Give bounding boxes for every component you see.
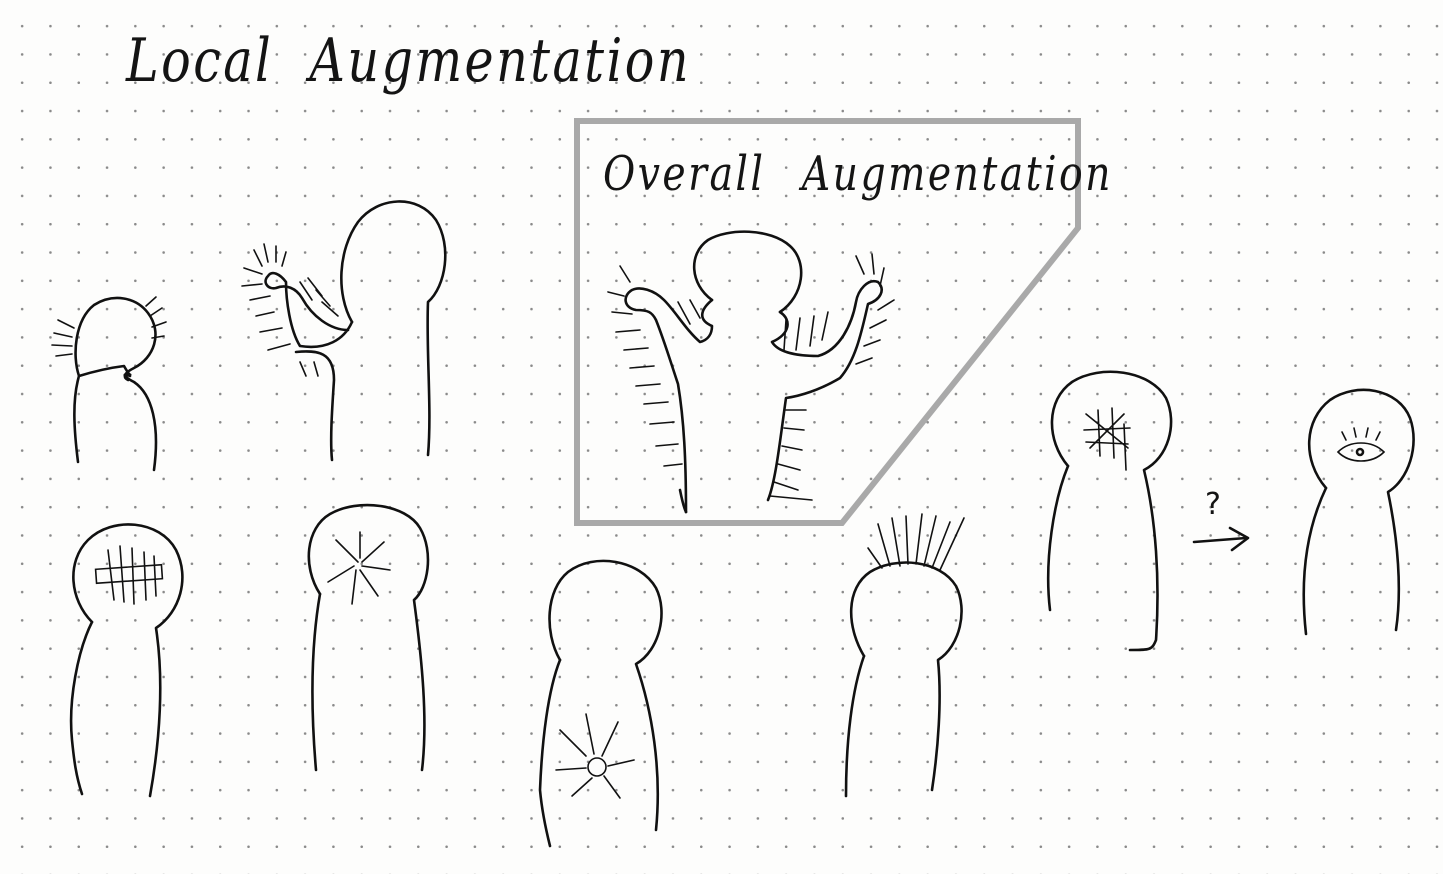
arrow-question-label: ?	[1205, 487, 1221, 522]
local-augmentation-title: Local Augmentation	[126, 26, 691, 96]
overall-augmentation-frame	[574, 118, 1081, 526]
overall-augmentation-title: Overall Augmentation	[603, 146, 1113, 202]
figure-raised-arm	[241, 200, 447, 462]
figure-head-side-strokes	[51, 296, 167, 472]
figure-face-bar	[69, 523, 184, 798]
figure-face-scribble	[1046, 370, 1173, 652]
figure-head-burst	[307, 503, 430, 772]
figure-body-burst	[538, 559, 663, 848]
figure-single-eye	[1302, 388, 1415, 636]
figure-overall-augmented	[607, 230, 895, 514]
figure-head-hair	[844, 513, 965, 798]
transition-arrow-icon	[1192, 526, 1250, 552]
